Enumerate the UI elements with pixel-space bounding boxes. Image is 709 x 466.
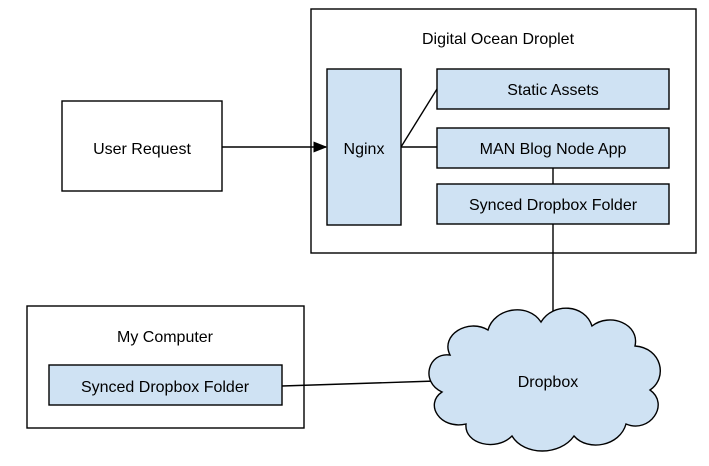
dropbox-label: Dropbox <box>518 374 578 391</box>
droplet-label: Digital Ocean Droplet <box>422 31 575 48</box>
local-to-dropbox-line <box>281 380 437 387</box>
nginx-box <box>326 68 402 226</box>
nginx-to-static-line <box>400 88 438 148</box>
user-request-label: User Request <box>93 141 191 158</box>
local-synced-folder-box <box>48 364 283 406</box>
droplet-synced-folder-box <box>436 183 670 225</box>
static-assets-label: Static Assets <box>507 82 599 99</box>
nginx-label: Nginx <box>344 141 385 158</box>
droplet-synced-folder-label: Synced Dropbox Folder <box>469 197 638 214</box>
static-assets-box <box>436 68 670 110</box>
user-request-box <box>61 100 223 192</box>
dropbox-cloud-icon <box>428 307 661 452</box>
blog-app-label: MAN Blog Node App <box>480 141 627 158</box>
local-synced-folder-label: Synced Dropbox Folder <box>81 379 250 396</box>
my-computer-label: My Computer <box>117 329 214 346</box>
